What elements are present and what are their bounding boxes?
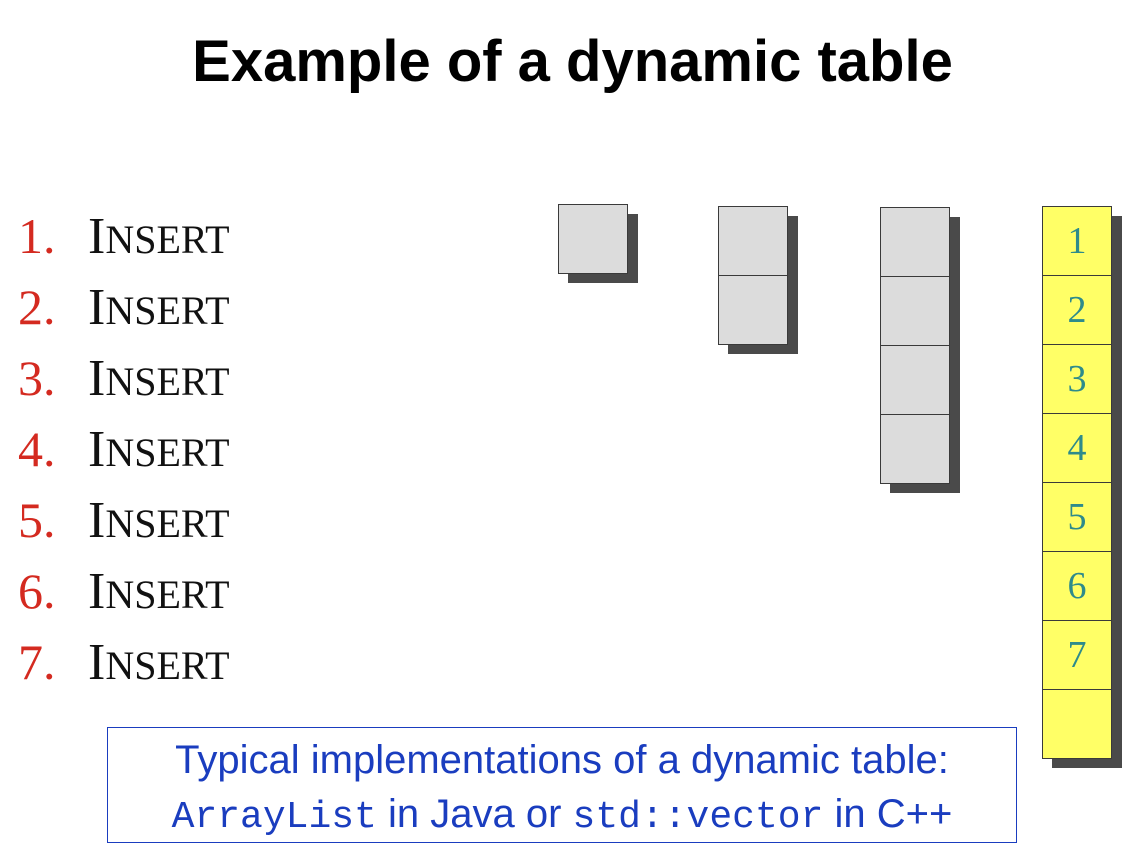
operation-item: 6. INSERT: [18, 562, 230, 632]
operation-name: INSERT: [88, 563, 230, 620]
operation-name: INSERT: [88, 634, 230, 691]
operation-number: 7.: [18, 634, 56, 690]
table-cell: [880, 414, 950, 484]
operation-item: 4. INSERT: [18, 420, 230, 490]
operation-number: 6.: [18, 563, 56, 619]
operation-number: 2.: [18, 279, 56, 335]
operation-item: 3. INSERT: [18, 349, 230, 419]
table-cell: 4: [1042, 413, 1112, 483]
table-cell: [880, 345, 950, 415]
table-cell: 7: [1042, 620, 1112, 690]
note-text-cpp: in C++: [823, 792, 953, 836]
table-size-2: [718, 206, 798, 354]
slide-title: Example of a dynamic table: [192, 29, 953, 94]
table-size-4: [880, 207, 960, 493]
code-arraylist: ArrayList: [171, 796, 377, 839]
note-heading: Typical implementations of a dynamic tab…: [175, 738, 949, 782]
table-cell: [718, 206, 788, 276]
operation-number: 1.: [18, 208, 56, 264]
note-text-java: in Java or: [376, 792, 573, 836]
table-cell: [880, 276, 950, 346]
table-cell: [558, 204, 628, 274]
operation-item: 7. INSERT: [18, 633, 230, 703]
cell-value: [1043, 690, 1111, 758]
note-examples: ArrayList in Java or std::vector in C++: [108, 792, 1016, 839]
table-size-1: [558, 204, 638, 283]
cell-value: 7: [1067, 634, 1087, 676]
cell-value: 2: [1067, 289, 1087, 331]
operation-number: 5.: [18, 492, 56, 548]
operation-name: INSERT: [88, 421, 230, 478]
table-cell: 3: [1042, 344, 1112, 414]
cell-value: 5: [1067, 496, 1087, 538]
operation-name: INSERT: [88, 350, 230, 407]
table-cell: 6: [1042, 551, 1112, 621]
table-cell: [718, 275, 788, 345]
operation-item: 2. INSERT: [18, 278, 230, 348]
operation-item: 1. INSERT: [18, 207, 230, 277]
cell-value: 6: [1067, 565, 1087, 607]
table-cell: [1042, 689, 1112, 759]
table-size-8: 1 2 3 4 5 6 7: [1042, 206, 1122, 768]
implementation-note: Typical implementations of a dynamic tab…: [107, 727, 1017, 843]
table-cell: 5: [1042, 482, 1112, 552]
operation-item: 5. INSERT: [18, 491, 230, 561]
operation-name: INSERT: [88, 208, 230, 265]
operation-name: INSERT: [88, 279, 230, 336]
cell-value: 4: [1067, 427, 1087, 469]
cell-value: 3: [1067, 358, 1087, 400]
operation-number: 4.: [18, 421, 56, 477]
code-std-vector: std::vector: [572, 796, 824, 839]
operation-name: INSERT: [88, 492, 230, 549]
table-cell: [880, 207, 950, 277]
operation-number: 3.: [18, 350, 56, 406]
table-cell: 1: [1042, 206, 1112, 276]
cell-value: 1: [1067, 220, 1087, 262]
table-cell: 2: [1042, 275, 1112, 345]
